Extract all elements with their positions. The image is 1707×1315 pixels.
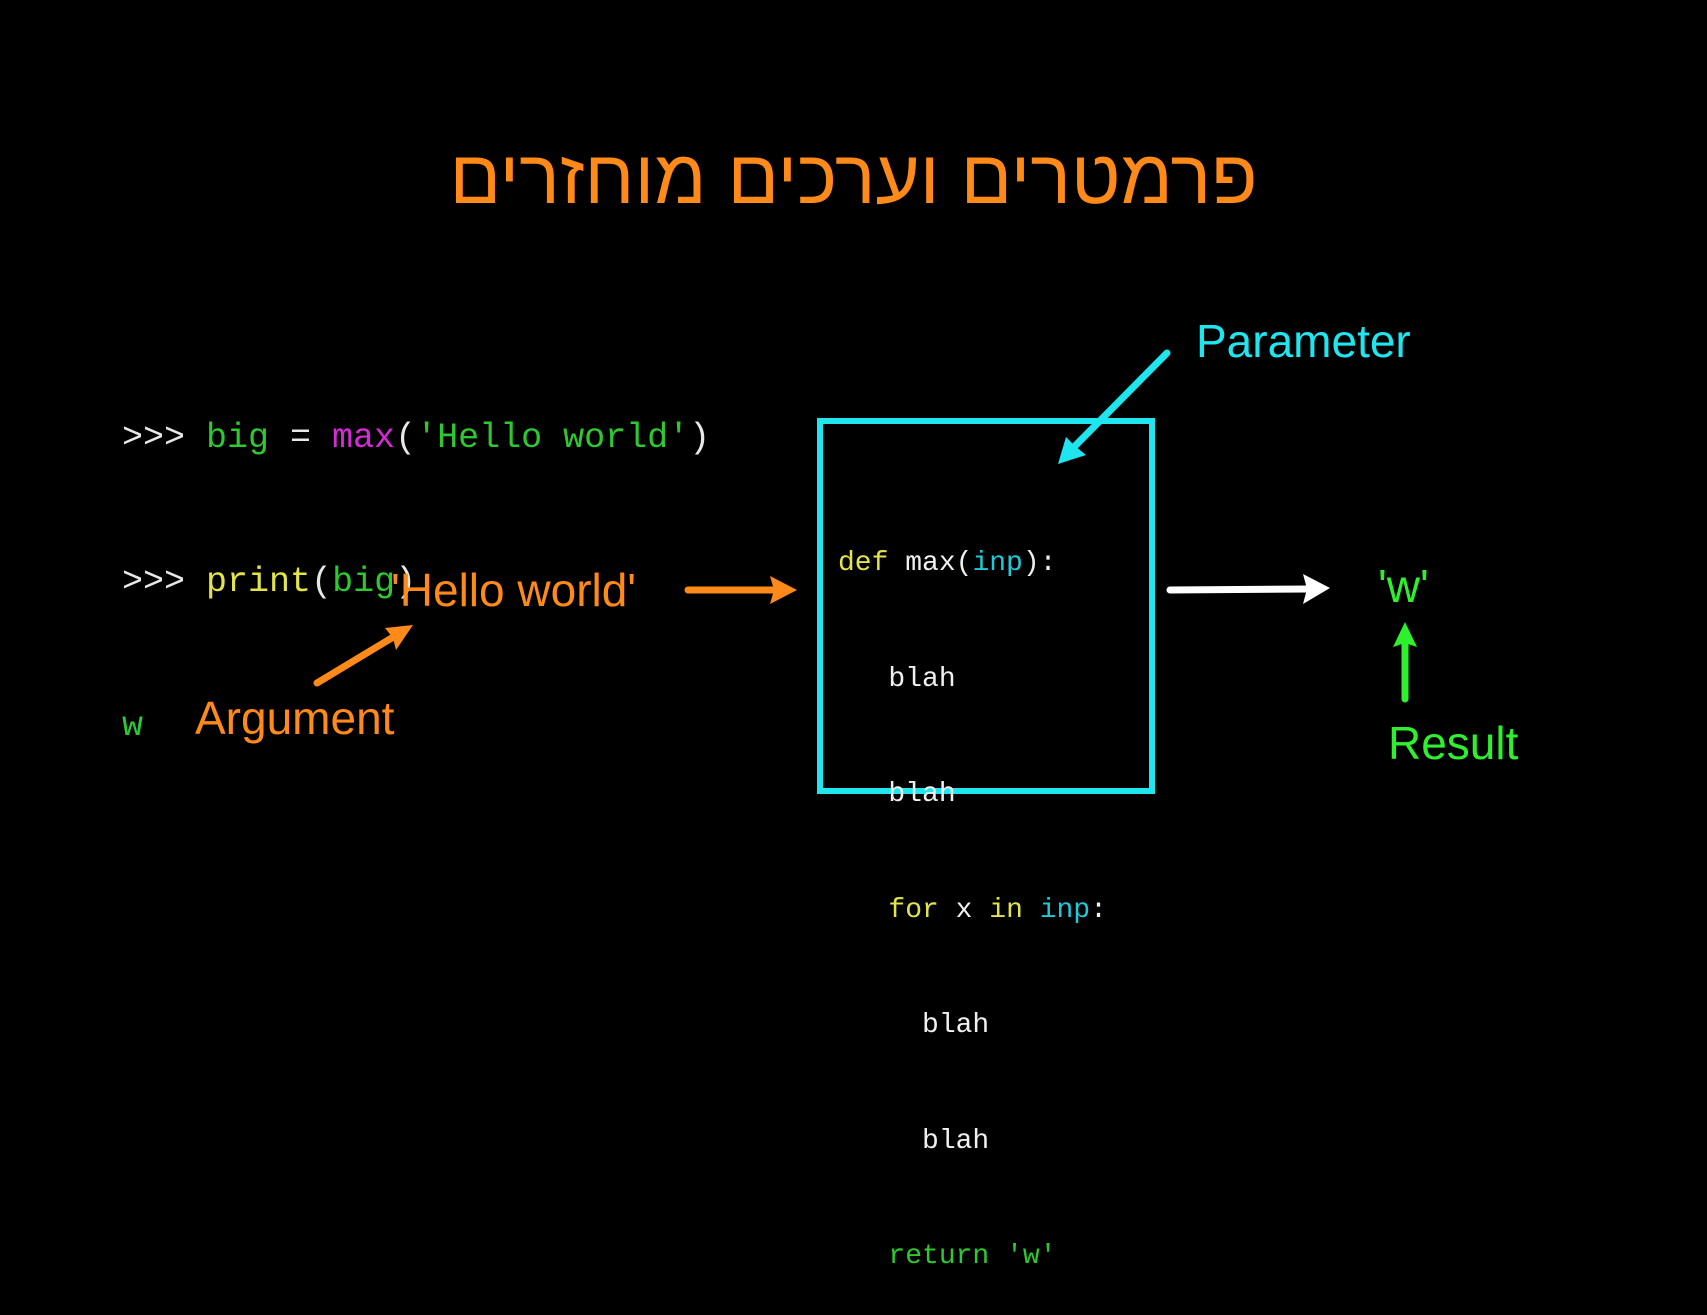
argument-label: Argument [195,692,395,744]
result-value-label: 'w' [1378,560,1429,612]
return-value: 'w' [1006,1241,1057,1272]
param-name: inp [972,548,1023,579]
code-space [989,1241,1006,1272]
console-paren-close: ) [395,562,417,602]
code-line-return: return 'w' [838,1238,1107,1277]
result-label: Result [1388,717,1519,769]
return-keyword: return [888,1241,990,1272]
slide-title: פרמטרים וערכים מוחזרים [449,135,1258,220]
console-paren-open: ( [311,562,333,602]
result-pointer-arrow [1393,622,1417,703]
function-to-result-arrow [1166,574,1330,604]
diagram-arrows [313,349,1417,703]
python-console: >>> big = max('Hello world') >>> print(b… [122,318,710,798]
parameter-pointer-arrow [1058,349,1171,464]
console-paren-open: ( [395,418,417,458]
code-line-blah: blah [838,779,956,810]
console-prompt: >>> [122,418,207,458]
console-assign: = [269,418,333,458]
argument-value-label: 'Hello world' [391,564,637,616]
console-prompt: >>> [122,562,207,602]
code-line-def: def max(inp): [838,545,1107,584]
console-string-arg: 'Hello world' [416,418,690,458]
parameter-label: Parameter [1196,315,1411,367]
for-end: : [1090,894,1107,926]
code-line-blah: blah [838,663,956,695]
loop-variable: x [938,894,990,926]
console-paren-close: ) [689,418,711,458]
console-variable: big [206,418,270,458]
code-line-for: for x in inp: [838,892,1107,931]
function-code-box [817,418,1155,794]
console-print-arg: big [332,562,396,602]
param-name: inp [1039,894,1091,926]
argument-pointer-arrow [313,625,413,687]
argument-to-function-arrow [684,576,797,604]
console-output: w [122,706,144,746]
code-line-blah: blah [838,1125,990,1157]
console-print-call: print [206,562,312,602]
console-max-call: max [332,418,396,458]
code-indent [838,1241,888,1272]
console-line-1: >>> big = max('Hello world') [122,414,710,462]
def-keyword: def [838,548,889,579]
in-keyword: in [989,894,1023,926]
for-keyword: for [888,894,939,926]
function-name: max( [888,548,973,579]
code-line-blah: blah [838,1010,990,1041]
def-end: ): [1022,548,1057,579]
console-line-2: >>> print(big) [122,558,710,606]
